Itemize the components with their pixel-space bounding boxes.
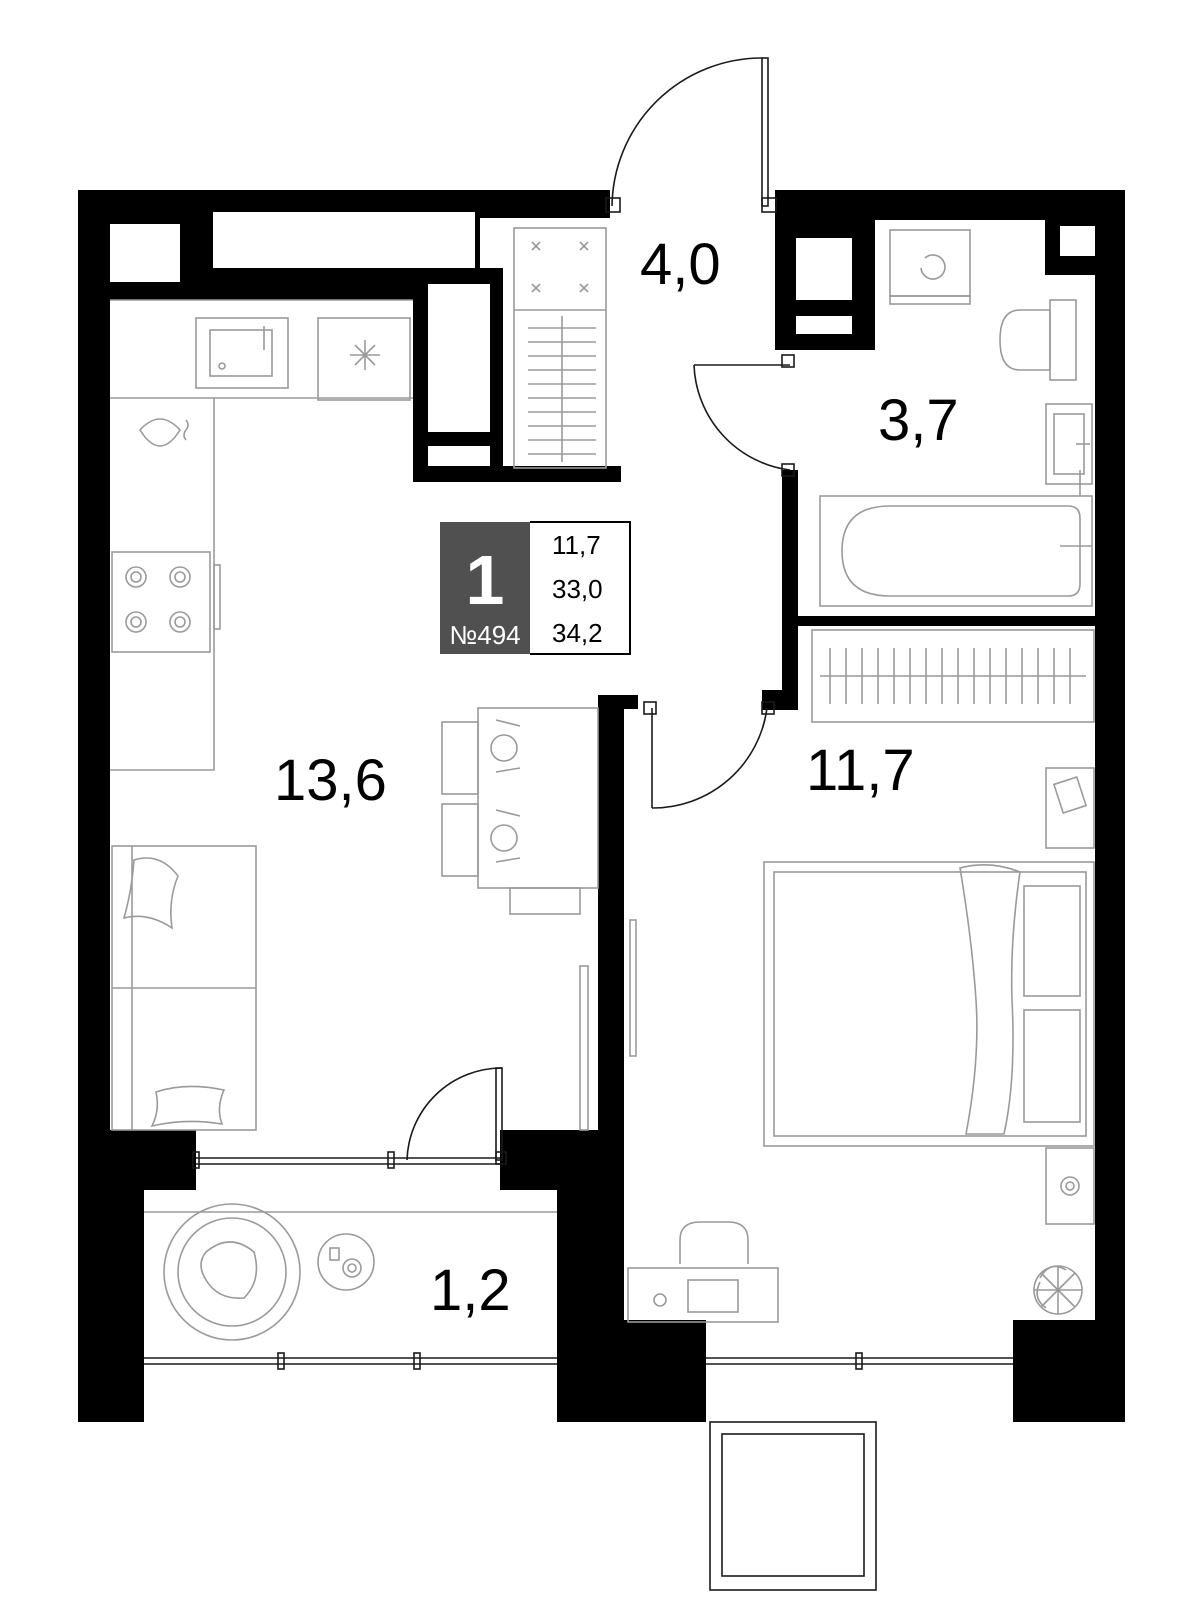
apartment-number: №494 (449, 620, 520, 650)
windows (144, 1151, 1013, 1591)
bathroom-sink (1045, 403, 1093, 485)
tv (579, 965, 589, 1131)
plant (1033, 1265, 1083, 1315)
wall-bedroom-bottom-left (598, 1320, 706, 1422)
room-area-bedroom: 11,7 (806, 738, 915, 803)
room-area-balcony: 1,2 (430, 1258, 511, 1323)
wall-right (1095, 190, 1125, 1422)
bedroom-fixtures (627, 629, 1095, 1323)
wall-kitchen-bottom-right (500, 1130, 624, 1190)
area-with-balcony: 34,2 (552, 618, 603, 648)
sink (195, 317, 289, 389)
bed (763, 861, 1095, 1147)
badge-background (440, 522, 530, 654)
water-heater (139, 418, 181, 447)
toilet (999, 309, 1051, 371)
wall-recess-corner (480, 190, 610, 212)
room-area-bathroom: 3,7 (878, 388, 959, 453)
wall-bath-bedroom (798, 616, 1095, 626)
cooktop (111, 551, 211, 653)
total-area: 33,0 (552, 574, 603, 604)
rooms-count: 1 (466, 541, 505, 619)
doors (406, 57, 795, 1165)
living-area: 11,7 (552, 530, 601, 560)
room-area-hall: 4,0 (640, 232, 721, 297)
apartment-info: 1 №494 11,7 33,0 34,2 (440, 521, 631, 655)
balcony-fixtures (144, 1203, 557, 1341)
wall-partition-top (598, 695, 638, 709)
side-table (317, 1233, 375, 1291)
nightstand-top (1045, 767, 1095, 849)
hall-fixtures (513, 227, 607, 469)
wall-bath-left-lower (782, 470, 798, 710)
wall-balcony-left (78, 1190, 144, 1422)
walls (78, 190, 1125, 1422)
fridge (317, 317, 411, 401)
cushion-bottom (150, 1085, 226, 1128)
dining-table (477, 707, 599, 889)
living-fixtures (111, 707, 599, 1131)
kitchen-fixtures (110, 299, 413, 771)
nightstand-bottom (1045, 1147, 1095, 1225)
lounge-chair (163, 1203, 301, 1341)
wall-recess-bottom (413, 466, 621, 482)
wardrobe (513, 227, 607, 469)
cushion-top (122, 857, 179, 930)
room-labels: 4,0 3,7 13,6 11,7 1,2 (274, 232, 959, 1323)
bathroom-fixtures (819, 229, 1093, 607)
radiator (811, 629, 1095, 723)
wall-bath-corner (762, 690, 798, 710)
bathtub (819, 495, 1093, 607)
room-area-kitchen-living: 13,6 (274, 748, 387, 813)
desk-chair (679, 1221, 749, 1264)
wall-kitchen-bottom (78, 1130, 196, 1190)
wall-bedroom-bottom-right (1013, 1320, 1125, 1422)
washing-machine (889, 229, 971, 297)
desk (627, 1267, 779, 1323)
